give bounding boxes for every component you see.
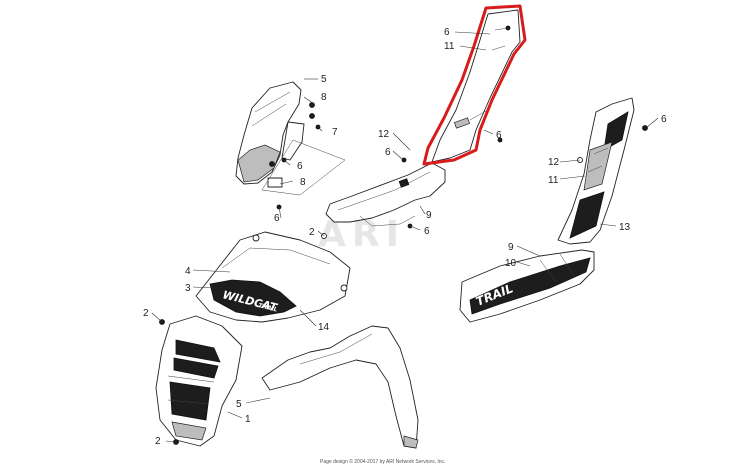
- assembly-guide-lines: [261, 139, 346, 196]
- leader-lines: [151, 31, 659, 443]
- callout-8: 8: [321, 92, 327, 103]
- side-trim-highlighted[interactable]: [422, 4, 527, 166]
- front-grille[interactable]: [155, 315, 243, 447]
- left-side-panel[interactable]: [325, 162, 446, 227]
- hood-decal-subtext: TRAIL: [258, 302, 279, 314]
- callout-2: 2: [309, 227, 315, 238]
- lower-fender[interactable]: [261, 325, 419, 449]
- callout-10: 10: [505, 258, 517, 269]
- callout-6: 6: [274, 213, 280, 224]
- right-trim-panel[interactable]: [557, 97, 635, 245]
- callout-6: 6: [424, 226, 430, 237]
- callout-6: 6: [496, 130, 502, 141]
- callout-8: 8: [300, 177, 306, 188]
- callout-11: 11: [444, 41, 455, 52]
- callout-6: 6: [297, 161, 303, 172]
- callout-13: 13: [619, 222, 631, 233]
- callout-7: 7: [332, 127, 338, 138]
- callout-11: 11: [548, 175, 559, 186]
- callout-14: 14: [318, 322, 330, 333]
- grille-mesh-upper: [173, 339, 221, 379]
- callout-6: 6: [661, 114, 667, 125]
- right-lower-side-panel[interactable]: TRAIL: [459, 249, 595, 323]
- callout-2: 2: [143, 308, 149, 319]
- highlight-outline: [422, 4, 527, 166]
- callout-3: 3: [185, 283, 191, 294]
- callout-4: 4: [185, 266, 191, 277]
- hood-assembly[interactable]: WILDCAT TRAIL: [195, 231, 351, 323]
- callout-6: 6: [385, 147, 391, 158]
- callout-1: 1: [245, 414, 251, 425]
- upper-fender-panel[interactable]: [235, 81, 305, 185]
- callout-12: 12: [548, 157, 560, 168]
- callout-9: 9: [508, 242, 514, 253]
- grille-mesh-lower: [169, 381, 211, 421]
- footer-credit: Page design © 2004-2017 by ARI Network S…: [320, 459, 446, 465]
- callout-5: 5: [236, 399, 242, 410]
- callouts: 6 11 5 8 7 6 8 6 12 6 6 9 6 2 4 3 14 2 5…: [143, 27, 667, 447]
- callout-9: 9: [426, 210, 432, 221]
- callout-12: 12: [378, 129, 390, 140]
- callout-5: 5: [321, 74, 327, 85]
- callout-6: 6: [444, 27, 450, 38]
- callout-2: 2: [155, 436, 161, 447]
